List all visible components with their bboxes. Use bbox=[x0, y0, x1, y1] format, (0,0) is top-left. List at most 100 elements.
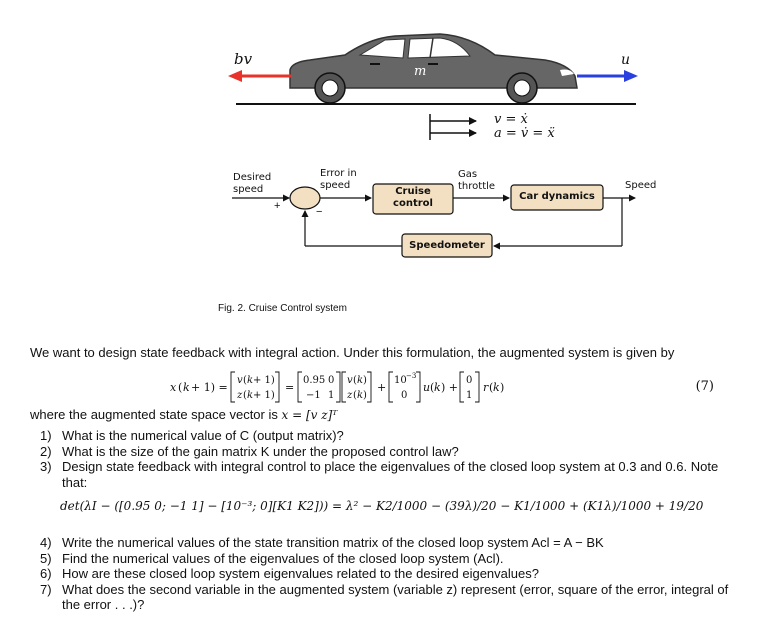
det-equation-text: det(λI − ([0.95 0; −1 1] − [10⁻³; 0][K1 … bbox=[60, 499, 704, 513]
svg-text:v: v bbox=[347, 375, 353, 386]
question-text: What is the size of the gain matrix K un… bbox=[62, 443, 459, 459]
svg-text:): ) bbox=[500, 381, 504, 394]
svg-text:v: v bbox=[237, 375, 243, 386]
question-3: 3) Design state feedback with integral c… bbox=[40, 459, 740, 490]
determinant-equation: det(λI − ([0.95 0; −1 1] − [10⁻³; 0][K1 … bbox=[60, 490, 760, 530]
svg-text:−3: −3 bbox=[406, 372, 416, 380]
svg-text:1: 1 bbox=[466, 390, 472, 401]
question-7: 7) What does the second variable in the … bbox=[40, 582, 740, 613]
svg-text:(: ( bbox=[489, 381, 493, 394]
svg-text:): ) bbox=[363, 390, 367, 401]
input-label: u bbox=[621, 52, 631, 68]
svg-text:(: ( bbox=[430, 381, 434, 394]
acceleration-relation: a = v̇ = ẍ bbox=[494, 126, 555, 141]
car-dynamics-label: Car dynamics bbox=[519, 191, 595, 202]
question-number: 4) bbox=[40, 535, 52, 550]
plus-sign: + bbox=[274, 200, 281, 212]
cruise-control-label: Cruise control bbox=[373, 186, 453, 210]
svg-text:k: k bbox=[434, 381, 441, 394]
svg-text:0.95: 0.95 bbox=[303, 375, 325, 386]
velocity-relation: v = ẋ bbox=[494, 112, 528, 127]
svg-text:k: k bbox=[247, 390, 253, 401]
augmented-state-intro: where the augmented state space vector i… bbox=[30, 407, 278, 422]
svg-text:z: z bbox=[236, 390, 243, 401]
question-5: 5) Find the numerical values of the eige… bbox=[40, 551, 740, 567]
question-6: 6) How are these closed loop system eige… bbox=[40, 566, 740, 582]
svg-text:0: 0 bbox=[466, 375, 472, 386]
drag-force-arrow bbox=[228, 70, 292, 82]
gas-label-line2: throttle bbox=[458, 181, 496, 192]
svg-text:k: k bbox=[247, 375, 253, 386]
question-4: 4) Write the numerical values of the sta… bbox=[40, 535, 740, 551]
drag-label: bv bbox=[234, 50, 253, 68]
error-label-line1: Error in bbox=[320, 168, 357, 179]
svg-text:(: ( bbox=[243, 375, 247, 386]
svg-text:z: z bbox=[346, 390, 353, 401]
question-number: 1) bbox=[40, 428, 52, 443]
speed-output-label: Speed bbox=[625, 180, 657, 191]
svg-text:+: + bbox=[377, 381, 386, 394]
error-label: Error in speed bbox=[320, 168, 357, 192]
input-force-arrow bbox=[577, 70, 638, 82]
question-text: Write the numerical values of the state … bbox=[62, 535, 604, 550]
svg-text:(: ( bbox=[243, 390, 247, 401]
figure-svg bbox=[228, 33, 638, 258]
svg-text:k: k bbox=[357, 390, 363, 401]
question-text: Find the numerical values of the eigenva… bbox=[62, 550, 504, 566]
question-number: 7) bbox=[40, 581, 52, 597]
augmented-state-vector: x = [v z]ᵀ bbox=[281, 408, 338, 422]
augmented-state-line: where the augmented state space vector i… bbox=[30, 407, 337, 423]
question-text: What is the numerical value of C (output… bbox=[62, 428, 344, 443]
svg-text:x: x bbox=[170, 381, 177, 394]
svg-text:0: 0 bbox=[401, 390, 407, 401]
question-number: 2) bbox=[40, 443, 52, 459]
svg-text:1: 1 bbox=[328, 390, 334, 401]
question-number: 5) bbox=[40, 550, 52, 566]
cruise-control-block bbox=[372, 183, 454, 215]
svg-text:(: ( bbox=[353, 390, 357, 401]
svg-text:k: k bbox=[357, 375, 363, 386]
svg-text:k: k bbox=[493, 381, 500, 394]
figure-caption: Fig. 2. Cruise Control system bbox=[218, 303, 347, 314]
desired-speed-label: Desired speed bbox=[233, 172, 271, 196]
question-number: 6) bbox=[40, 566, 52, 581]
gas-label-line1: Gas bbox=[458, 169, 478, 180]
svg-text:+ 1) =: + 1) = bbox=[191, 381, 228, 394]
question-2: 2) What is the size of the gain matrix K… bbox=[40, 444, 740, 460]
svg-text:k: k bbox=[183, 381, 190, 394]
question-number: 3) bbox=[40, 459, 52, 474]
kinematics-arrows bbox=[429, 114, 477, 140]
svg-text:=: = bbox=[285, 381, 294, 394]
svg-text:+ 1): + 1) bbox=[253, 390, 275, 401]
svg-text:10: 10 bbox=[394, 375, 407, 386]
question-list: 1) What is the numerical value of C (out… bbox=[40, 428, 740, 490]
gas-throttle-label: Gas throttle bbox=[458, 169, 495, 193]
car-icon bbox=[289, 33, 578, 104]
cruise-control-figure: bv u m v = ẋ a = v̇ = ẍ Desired speed + … bbox=[218, 33, 657, 314]
svg-text:): ) bbox=[363, 375, 367, 386]
desired-speed-line1: Desired bbox=[233, 172, 272, 183]
question-text: Design state feedback with integral cont… bbox=[62, 459, 719, 490]
question-1: 1) What is the numerical value of C (out… bbox=[40, 428, 740, 444]
svg-text:u: u bbox=[423, 381, 430, 394]
mass-label: m bbox=[414, 64, 427, 79]
svg-text:−1: −1 bbox=[306, 390, 321, 401]
question-text: How are these closed loop system eigenva… bbox=[62, 566, 539, 581]
svg-text:0: 0 bbox=[328, 375, 334, 386]
svg-text:) +: ) + bbox=[441, 381, 458, 394]
equation-number: (7) bbox=[695, 379, 714, 394]
question-text: What does the second variable in the aug… bbox=[62, 581, 729, 613]
error-label-line2: speed bbox=[320, 180, 351, 191]
svg-text:+ 1): + 1) bbox=[253, 375, 275, 386]
cruise-label-line1: Cruise bbox=[395, 186, 431, 197]
question-list-continued: 4) Write the numerical values of the sta… bbox=[40, 535, 740, 613]
cruise-label-line2: control bbox=[393, 198, 433, 209]
minus-sign: − bbox=[316, 206, 323, 218]
svg-text:(: ( bbox=[353, 375, 357, 386]
svg-text:r: r bbox=[483, 381, 489, 394]
svg-text:(: ( bbox=[178, 381, 182, 394]
speedometer-label: Speedometer bbox=[409, 240, 485, 251]
intro-paragraph: We want to design state feedback with in… bbox=[30, 345, 675, 360]
